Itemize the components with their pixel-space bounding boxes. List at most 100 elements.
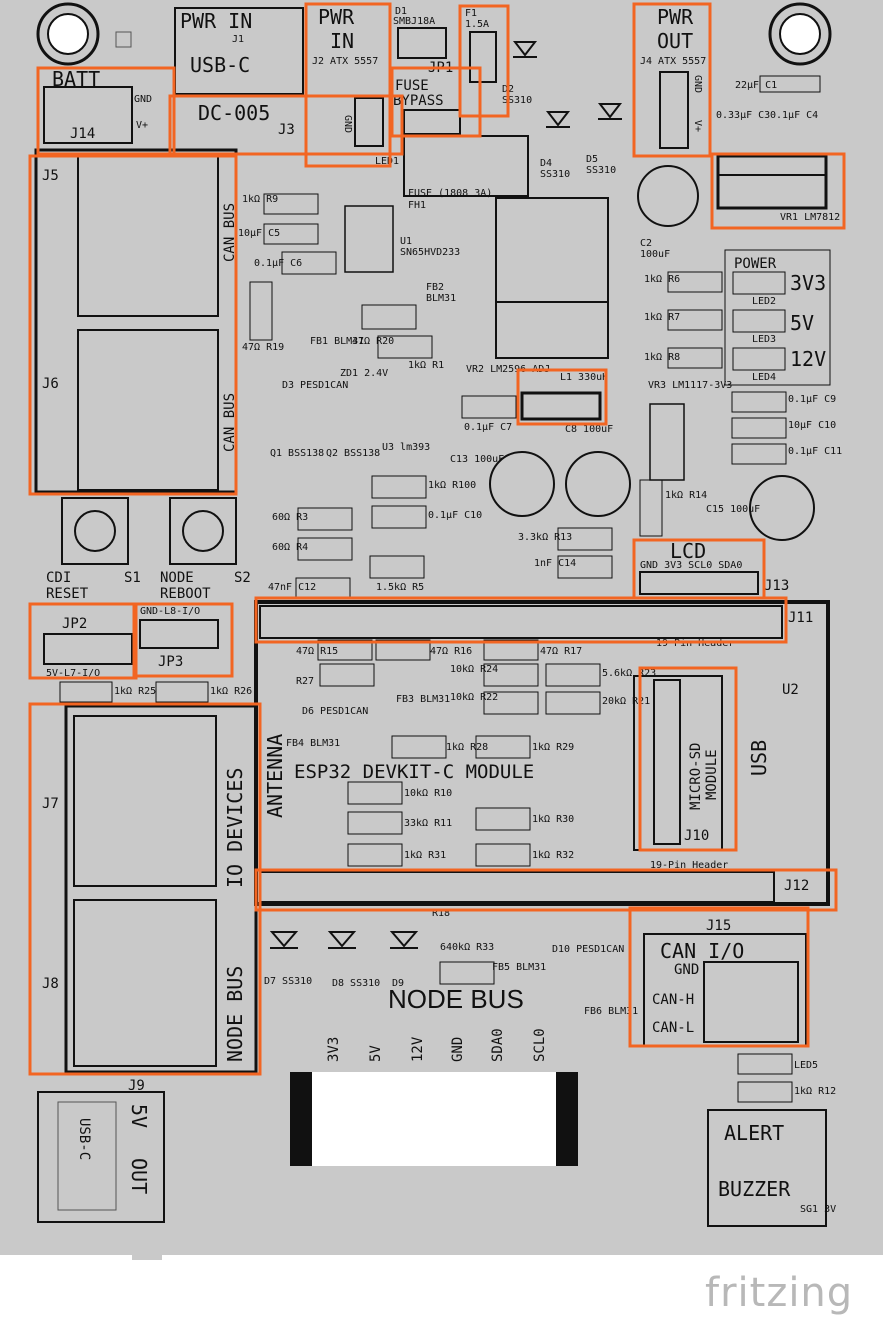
fuse-1808-label: FUSE (1808 3A) <box>408 188 492 199</box>
c14-capacitor <box>557 555 613 579</box>
r11-resistor <box>347 811 403 835</box>
r32-label: 1kΩ R32 <box>532 850 574 861</box>
s2-node-reboot-button[interactable] <box>169 497 237 565</box>
r25-label: 1kΩ R25 <box>114 686 156 697</box>
r1-label: 1kΩ R1 <box>408 360 444 371</box>
esp32-module-label: ESP32 DEVKIT-C MODULE <box>294 761 534 783</box>
highlight-j11 <box>254 596 788 644</box>
j11-label: J11 <box>788 610 813 626</box>
r16-resistor <box>375 639 431 661</box>
j14-gnd-label: GND <box>134 94 152 105</box>
r33-label: 640kΩ R33 <box>440 942 494 953</box>
r18-label: R18 <box>432 908 450 919</box>
c1-label: 22µF C1 <box>735 80 777 91</box>
jp2-label: JP2 <box>62 616 87 632</box>
can-io-label: CAN I/O <box>660 939 744 963</box>
j1-label: J1 <box>232 34 244 45</box>
f1-fuse <box>469 31 497 83</box>
r32-resistor <box>475 843 531 867</box>
r23-label: 5.6kΩ R23 <box>602 668 656 679</box>
j14-label: J14 <box>70 126 95 142</box>
j15-label: J15 <box>706 918 731 934</box>
s1-label: S1 <box>124 570 141 586</box>
node-bus-pin-labels: 3V3 5V 12V GND SDA0 SCL0 <box>326 1028 548 1062</box>
c4-label: 0.1µF C4 <box>770 110 818 121</box>
highlight-j12 <box>254 868 838 912</box>
r20-resistor <box>377 335 433 359</box>
r10-label: 10kΩ R10 <box>404 788 452 799</box>
r8-resistor <box>667 347 723 369</box>
c9-label: 0.1µF C9 <box>788 394 836 405</box>
r13-label: 3.3kΩ R13 <box>518 532 572 543</box>
j13-connector <box>639 571 759 595</box>
diode-d4-icon <box>545 111 571 128</box>
jp3-pins-label: GND-L8-I/O <box>140 606 200 617</box>
out-5v-label-2: OUT <box>127 1158 151 1194</box>
d1-label: D1 <box>395 6 407 17</box>
r9-resistor <box>263 193 319 215</box>
highlight-vr1 <box>710 152 846 230</box>
highlight-microsd <box>638 666 738 852</box>
led4 <box>732 347 786 371</box>
highlight-j5-j6 <box>28 154 238 496</box>
r100-label: 1kΩ R100 <box>428 480 476 491</box>
r27-resistor <box>319 663 375 687</box>
s2-label: S2 <box>234 570 251 586</box>
c2-capacitor <box>637 165 699 227</box>
pwr-in-j2-label-1: PWR <box>318 5 355 29</box>
r15-resistor <box>317 639 373 661</box>
j8-label: J8 <box>42 976 59 992</box>
vr1-regulator <box>716 154 828 210</box>
c8-label: C8 100uF <box>565 424 613 435</box>
c10b-capacitor <box>731 417 787 439</box>
buzzer-label: BUZZER <box>718 1177 791 1201</box>
j7-label: J7 <box>42 796 59 812</box>
fuse-bypass-label-2: BYPASS <box>393 93 444 109</box>
lcd-pins-label: GND 3V3 SCL0 SDA0 <box>640 560 742 571</box>
highlight-boxes <box>28 2 846 1076</box>
edge-connector-right-post <box>556 1072 578 1166</box>
highlight-f1 <box>458 4 510 118</box>
highlight-j2 <box>304 2 392 168</box>
r17-label: 47Ω R17 <box>540 646 582 657</box>
r20-label: 47Ω R20 <box>352 336 394 347</box>
usb-c-top-label: USB-C <box>190 53 250 77</box>
c10b-label: 10µF C10 <box>788 420 836 431</box>
j8-connector <box>73 899 217 1067</box>
u3-label: U3 lm393 <box>382 442 430 453</box>
fb6-label: FB6 BLM31 <box>584 1006 638 1017</box>
fh1-label: FH1 <box>408 200 426 211</box>
c11-label: 0.1µF C11 <box>788 446 842 457</box>
r11-label: 33kΩ R11 <box>404 818 452 829</box>
r14-label: 1kΩ R14 <box>665 490 707 501</box>
led-12v-label: 12V <box>790 347 826 371</box>
r3-label: 60Ω R3 <box>272 512 308 523</box>
j13-label: J13 <box>764 578 789 594</box>
s1-button-cap[interactable] <box>74 510 116 552</box>
highlight-l1 <box>516 368 608 426</box>
r23-resistor <box>545 663 601 687</box>
r26-resistor <box>155 681 209 703</box>
l1-label: L1 330uH <box>560 372 608 383</box>
pin-scl0-label: SCL0 <box>532 1028 548 1062</box>
r24-resistor <box>483 663 539 687</box>
j12-label: J12 <box>784 878 809 894</box>
c14-label: 1nF C14 <box>534 558 576 569</box>
r21-label: 20kΩ R21 <box>602 696 650 707</box>
c5-capacitor <box>263 223 319 245</box>
j4-connector <box>659 71 689 149</box>
r10-resistor <box>347 781 403 805</box>
vr2-regulator <box>495 197 609 359</box>
vr2-label: VR2 LM2596-ADJ <box>466 364 550 375</box>
u1-label: U1 <box>400 236 412 247</box>
s1-cdi-reset-button[interactable] <box>61 497 129 565</box>
lcd-label: LCD <box>670 539 706 563</box>
s2-button-cap[interactable] <box>182 510 224 552</box>
c12-label: 47nF C12 <box>268 582 316 593</box>
node-label: NODE <box>160 570 194 586</box>
r4-label: 60Ω R4 <box>272 542 308 553</box>
u1-chip <box>344 205 394 273</box>
r30-resistor <box>475 807 531 831</box>
fb5-label: FB5 BLM31 <box>492 962 546 973</box>
